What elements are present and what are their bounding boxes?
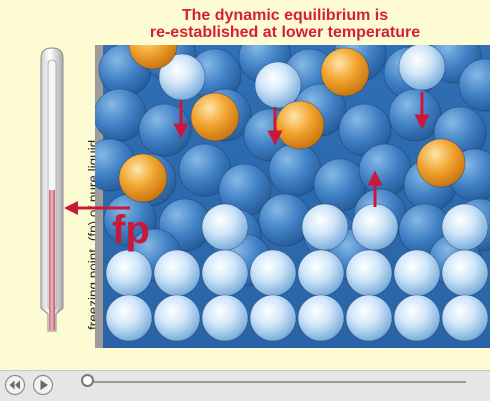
thermometer (36, 46, 68, 336)
page-title: The dynamic equilibrium is re-establishe… (95, 7, 475, 41)
solute-particle (118, 153, 168, 203)
particle-scene (95, 45, 490, 348)
solid-particle (249, 294, 297, 342)
solid-particle (441, 249, 489, 297)
particle-canvas (95, 45, 490, 348)
solid-particle (393, 294, 441, 342)
solid-particle (153, 294, 201, 342)
liquid-particle (268, 143, 322, 197)
solute-particle (416, 138, 466, 188)
solid-particle (398, 45, 446, 91)
solute-particle (275, 100, 325, 150)
rewind-icon[interactable] (4, 374, 26, 396)
liquid-particle (388, 88, 442, 142)
solute-particle (128, 45, 178, 70)
solid-particle (351, 203, 399, 251)
animation-stage: The dynamic equilibrium is re-establishe… (36, 7, 490, 348)
solid-particle (345, 294, 393, 342)
solid-particle (301, 203, 349, 251)
progress-slider-handle[interactable] (81, 374, 94, 387)
solid-particle (249, 249, 297, 297)
solid-particles (105, 45, 489, 342)
fp-label: fp (112, 208, 150, 252)
title-line-1: The dynamic equilibrium is (181, 7, 389, 24)
solid-particle (345, 249, 393, 297)
solid-particle (201, 203, 249, 251)
liquid-particle (358, 143, 412, 197)
solid-particle (105, 294, 153, 342)
solute-particles (118, 45, 466, 203)
motion-arrows (173, 92, 430, 207)
liquid-particle (95, 88, 147, 142)
title-line-2: re-established at lower temperature (149, 24, 421, 41)
solid-particle (153, 249, 201, 297)
play-icon[interactable] (32, 374, 54, 396)
solid-particle (254, 61, 302, 109)
liquid-particle (138, 103, 192, 157)
solid-particle (297, 249, 345, 297)
playback-control-bar (0, 370, 490, 401)
progress-slider-track[interactable] (88, 381, 466, 383)
solid-particle (393, 249, 441, 297)
solute-particle (190, 92, 240, 142)
solid-particle (441, 203, 489, 251)
solid-particle (105, 249, 153, 297)
solid-particle (201, 249, 249, 297)
solid-particle (201, 294, 249, 342)
solid-particle (297, 294, 345, 342)
solid-particle (441, 294, 489, 342)
solute-particle (320, 47, 370, 97)
liquid-particle (458, 58, 490, 112)
fp-arrow-icon (64, 201, 130, 215)
